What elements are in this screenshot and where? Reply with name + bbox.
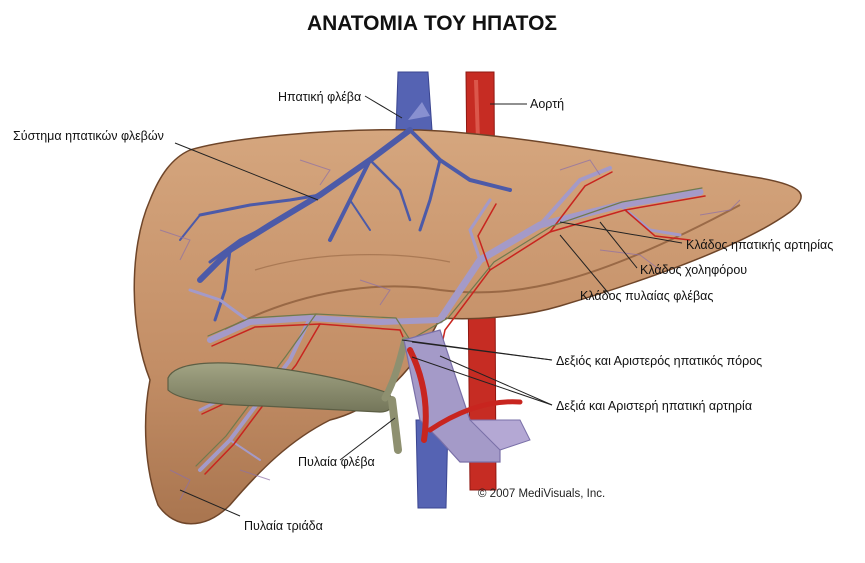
label-hepatic-artery-branch: Κλάδος ηπατικής αρτηρίας xyxy=(686,238,833,252)
ivc-top xyxy=(396,72,432,135)
copyright-text: © 2007 MediVisuals, Inc. xyxy=(478,488,605,500)
label-portal-vein: Πυλαία φλέβα xyxy=(298,455,375,469)
diagram-title: ΑΝΑΤΟΜΙΑ ΤΟΥ ΗΠΑΤΟΣ xyxy=(307,12,557,35)
label-hepatic-arteries: Δεξιά και Αριστερή ηπατική αρτηρία xyxy=(556,399,752,413)
label-portal-vein-branch: Κλάδος πυλαίας φλέβας xyxy=(580,289,713,303)
label-hepatic-vein: Ηπατική φλέβα xyxy=(278,90,361,104)
label-portal-triad: Πυλαία τριάδα xyxy=(244,519,323,533)
label-bile-duct-branch: Κλάδος χοληφόρου xyxy=(640,263,747,277)
common-bile-duct xyxy=(392,400,398,450)
label-hepatic-vein-system: Σύστημα ηπατικών φλεβών xyxy=(13,129,164,143)
label-aorta: Αορτή xyxy=(530,97,564,111)
label-hepatic-ducts: Δεξιός και Αριστερός ηπατικός πόρος xyxy=(556,354,762,368)
